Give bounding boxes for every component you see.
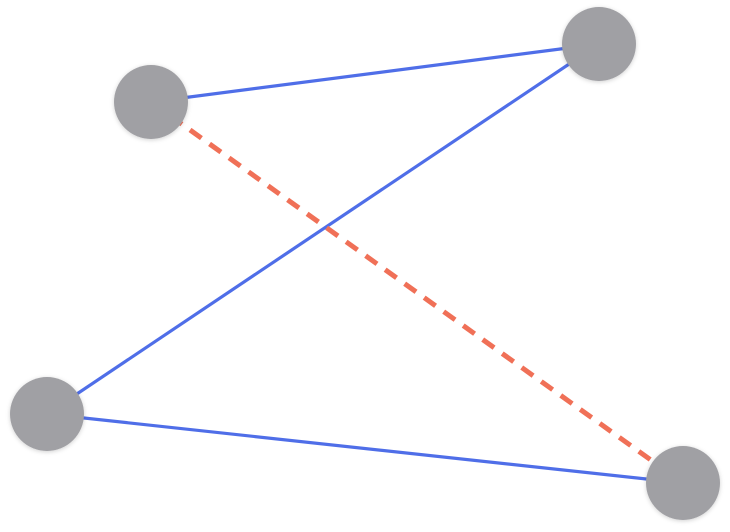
node-n1 [114, 65, 188, 139]
edge-n2-n3 [46, 42, 600, 416]
node-n2 [562, 7, 636, 81]
node-n4 [646, 446, 720, 520]
edge-n3-n4 [46, 412, 684, 485]
edge-n1-n2 [150, 42, 600, 104]
edge-n1-n4 [149, 99, 685, 486]
node-n3 [10, 377, 84, 451]
